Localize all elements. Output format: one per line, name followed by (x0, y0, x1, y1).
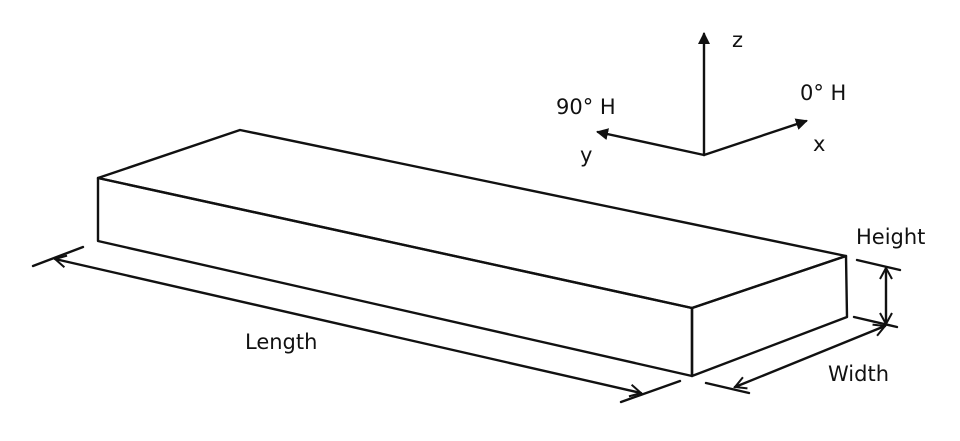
rectangular-block (96, 128, 849, 378)
block-top-face (96, 128, 848, 310)
block-front-face (96, 176, 694, 378)
height-label: Height (856, 225, 925, 249)
width-extension-left (704, 381, 751, 395)
height-extension-top (855, 258, 902, 272)
width-dimension-arrow (735, 326, 885, 387)
x-axis-arrow (702, 118, 808, 157)
height-dimension: Height (855, 225, 925, 324)
y-direction-label: 90° H (556, 95, 616, 119)
coordinate-axes: z x y 0° H 90° H (556, 28, 846, 167)
x-direction-label: 0° H (800, 81, 846, 105)
width-extension-right (852, 315, 899, 329)
y-axis-arrow (596, 128, 706, 157)
width-label: Width (828, 362, 889, 386)
length-dimension-arrow (55, 259, 641, 393)
x-axis-label: x (813, 132, 825, 156)
z-axis-label: z (732, 28, 743, 52)
length-label: Length (245, 330, 317, 354)
y-axis-label: y (580, 143, 592, 167)
length-dimension: Length (31, 245, 682, 404)
length-extension-right (619, 379, 682, 404)
width-dimension: Width (704, 315, 899, 395)
block-side-face (690, 254, 849, 378)
